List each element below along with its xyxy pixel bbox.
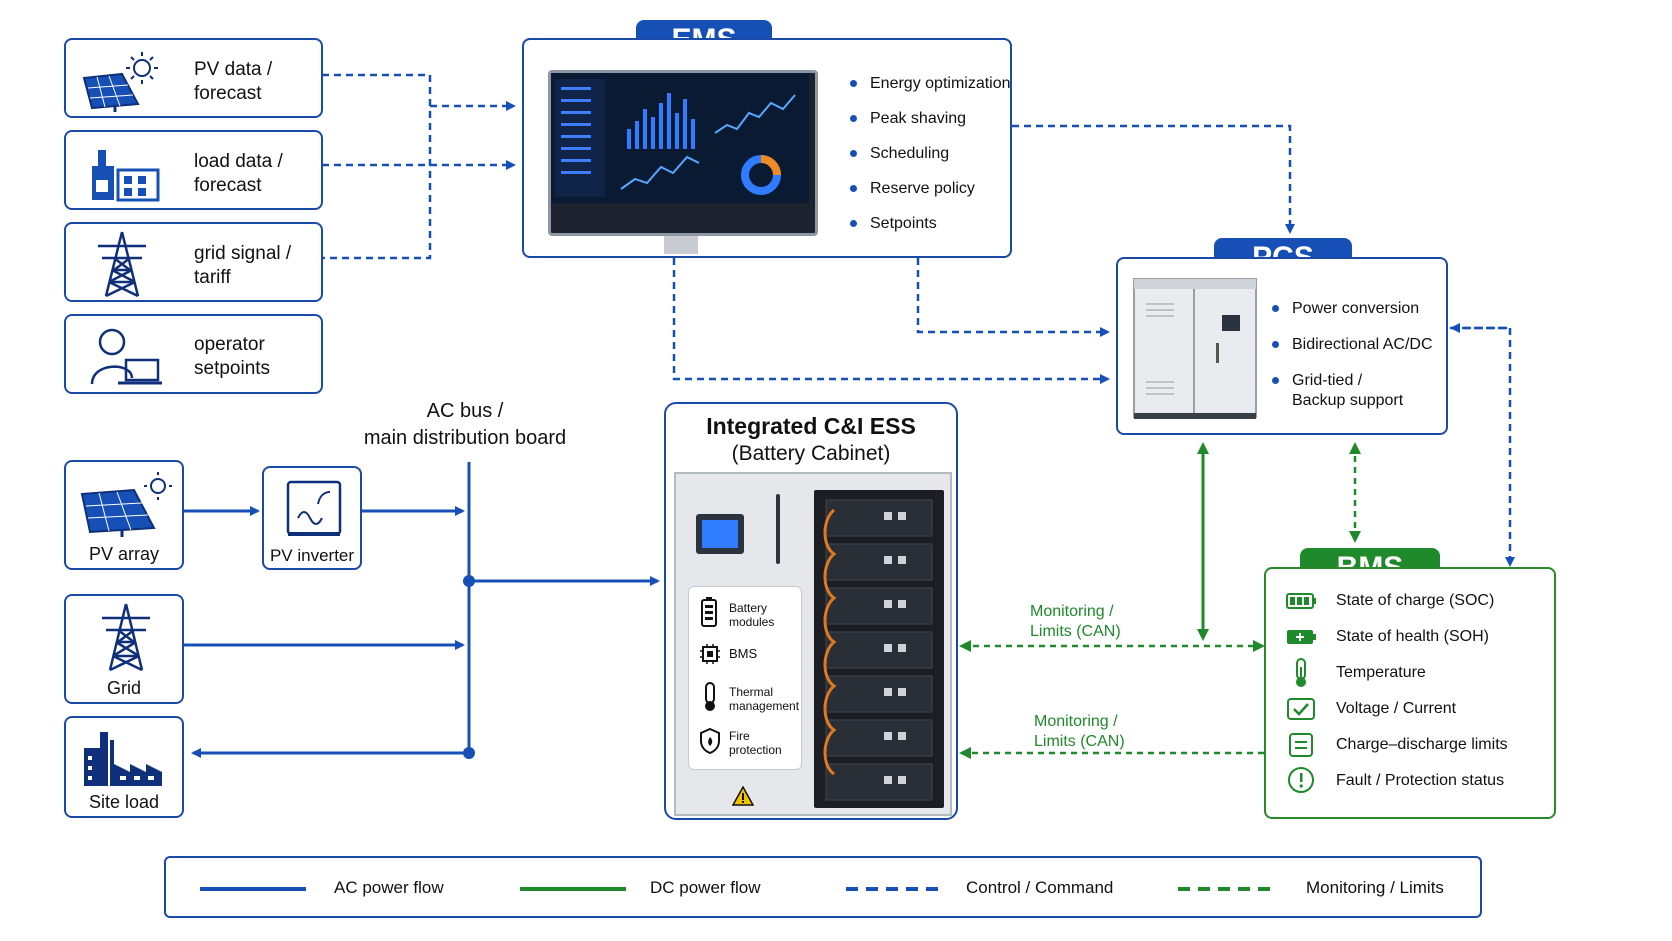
bms-item: Voltage / Current	[1286, 697, 1546, 733]
bms-item-label: State of charge (SOC)	[1336, 592, 1495, 609]
ess-feature-label: Fire protection	[729, 729, 782, 757]
ems-bullet: Reserve policy	[848, 179, 1011, 199]
legend-dc-swatch	[520, 887, 626, 891]
ems-bullet: Energy optimization	[848, 74, 1011, 94]
battery-modules-graphic	[823, 499, 933, 801]
bms-item: State of health (SOH)	[1286, 625, 1546, 661]
building-icon	[92, 150, 160, 202]
legend: AC power flow DC power flow Control / Co…	[164, 856, 1482, 918]
battery-rack	[814, 490, 944, 808]
battery-health-icon	[1287, 630, 1316, 644]
bms-list: State of charge (SOC) State of health (S…	[1286, 589, 1546, 805]
bms-item-label: Charge–discharge limits	[1336, 736, 1508, 753]
legend-control-label: Control / Command	[966, 878, 1114, 897]
grid-signal-label: grid signal / tariff	[194, 243, 292, 288]
warning-icon	[1288, 767, 1314, 793]
ess-feature-label: BMS	[729, 646, 758, 661]
bms-item-label: Fault / Protection status	[1336, 772, 1505, 789]
ess-features-panel: Battery modules BMS Thermal management F…	[688, 586, 802, 770]
grid-label: Grid	[106, 678, 141, 698]
legend-dc-label: DC power flow	[650, 878, 761, 897]
transmission-tower-icon	[98, 231, 146, 298]
bms-item-label: State of health (SOH)	[1336, 628, 1489, 645]
pv-data-label: PV data / forecast	[194, 59, 273, 104]
legend-monitor-label: Monitoring / Limits	[1306, 878, 1444, 897]
bms-item-label: Voltage / Current	[1336, 700, 1457, 717]
operator-label: operator setpoints	[194, 334, 271, 379]
cabinet-display	[696, 514, 744, 554]
site-load-label: Site load	[88, 792, 160, 812]
ems-box: Energy optimization Peak shaving Schedul…	[522, 38, 1012, 258]
dashboard-screen	[551, 73, 809, 203]
check-box-icon	[1287, 698, 1315, 720]
operator-laptop-icon	[90, 328, 162, 385]
ems-bullets: Energy optimization Peak shaving Schedul…	[848, 74, 1011, 234]
chip-icon	[700, 644, 720, 664]
dashboard-monitor	[548, 70, 818, 236]
pcs-cabinet-icon	[1133, 278, 1257, 419]
thermometer-icon	[1296, 658, 1306, 687]
legend-ac-swatch	[200, 887, 306, 891]
factory-icon	[84, 732, 162, 786]
warning-sign-icon	[732, 786, 754, 806]
ac-power-lines	[183, 462, 660, 758]
legend-control-swatch	[846, 887, 944, 891]
bms-item: Charge–discharge limits	[1286, 733, 1546, 769]
pv-array-label: PV array	[88, 544, 160, 564]
bus-node	[463, 575, 475, 587]
operator-box: operator setpoints	[64, 314, 323, 394]
pcs-bullet: Power conversion	[1270, 299, 1433, 319]
battery-cabinet: Battery modules BMS Thermal management F…	[674, 472, 952, 816]
ems-bullet: Scheduling	[848, 144, 1011, 164]
ess-feature-label: Thermal management	[729, 685, 800, 713]
legend-ac-label: AC power flow	[334, 878, 444, 897]
pcs-bullet: Bidirectional AC/DC	[1270, 335, 1433, 355]
grid-box: Grid	[64, 594, 184, 704]
solar-panel-sun-icon	[82, 52, 158, 112]
ess-title-line1: Integrated C&I ESS	[706, 413, 916, 439]
ess-feature: Thermal management	[699, 681, 799, 718]
bms-item: State of charge (SOC)	[1286, 589, 1546, 625]
thermometer-icon	[705, 682, 715, 711]
cabinet-handle	[776, 494, 780, 564]
monitoring-label-lower: Monitoring / Limits (CAN)	[1034, 713, 1125, 750]
pcs-bullet: Grid-tied / Backup support	[1270, 371, 1433, 411]
bms-item: Fault / Protection status	[1286, 767, 1546, 805]
pv-data-box: PV data / forecast	[64, 38, 323, 118]
monitor-stand	[664, 236, 698, 254]
pcs-box: Power conversion Bidirectional AC/DC Gri…	[1116, 257, 1448, 435]
ess-title-line2: (Battery Cabinet)	[731, 442, 891, 465]
inverter-icon	[286, 480, 342, 536]
battery-modules-icon	[701, 597, 717, 627]
pv-inverter-box: PV inverter	[262, 466, 362, 570]
bms-item: Temperature	[1286, 658, 1546, 697]
load-data-box: load data / forecast	[64, 130, 323, 210]
equals-box-icon	[1289, 733, 1313, 757]
pv-inverter-label: PV inverter	[269, 546, 355, 565]
bus-node	[463, 747, 475, 759]
ess-feature: Battery modules	[699, 597, 774, 634]
legend-monitor-swatch	[1178, 887, 1276, 891]
pv-array-box: PV array	[64, 460, 184, 570]
transmission-tower-icon	[102, 603, 150, 672]
pcs-bullets: Power conversion Bidirectional AC/DC Gri…	[1270, 299, 1433, 411]
control-lines-inputs	[322, 73, 1515, 567]
solar-panel-sun-icon	[80, 472, 172, 537]
ems-bullet: Peak shaving	[848, 109, 1011, 129]
grid-signal-box: grid signal / tariff	[64, 222, 323, 302]
ess-box: Integrated C&I ESS (Battery Cabinet) Bat…	[664, 402, 958, 820]
monitoring-label-upper: Monitoring / Limits (CAN)	[1030, 603, 1121, 640]
ess-feature: Fire protection	[699, 727, 782, 760]
ess-feature: BMS	[699, 643, 757, 672]
ac-bus-label: AC bus / main distribution board	[363, 400, 567, 449]
ems-bullet: Setpoints	[848, 214, 1011, 234]
battery-full-icon	[1286, 593, 1316, 609]
site-load-box: Site load	[64, 716, 184, 818]
load-data-label: load data / forecast	[194, 151, 283, 196]
fire-shield-icon	[700, 727, 720, 755]
ess-feature-label: Battery modules	[729, 601, 775, 629]
bms-item-label: Temperature	[1336, 664, 1426, 681]
bms-box: State of charge (SOC) State of health (S…	[1264, 567, 1556, 819]
